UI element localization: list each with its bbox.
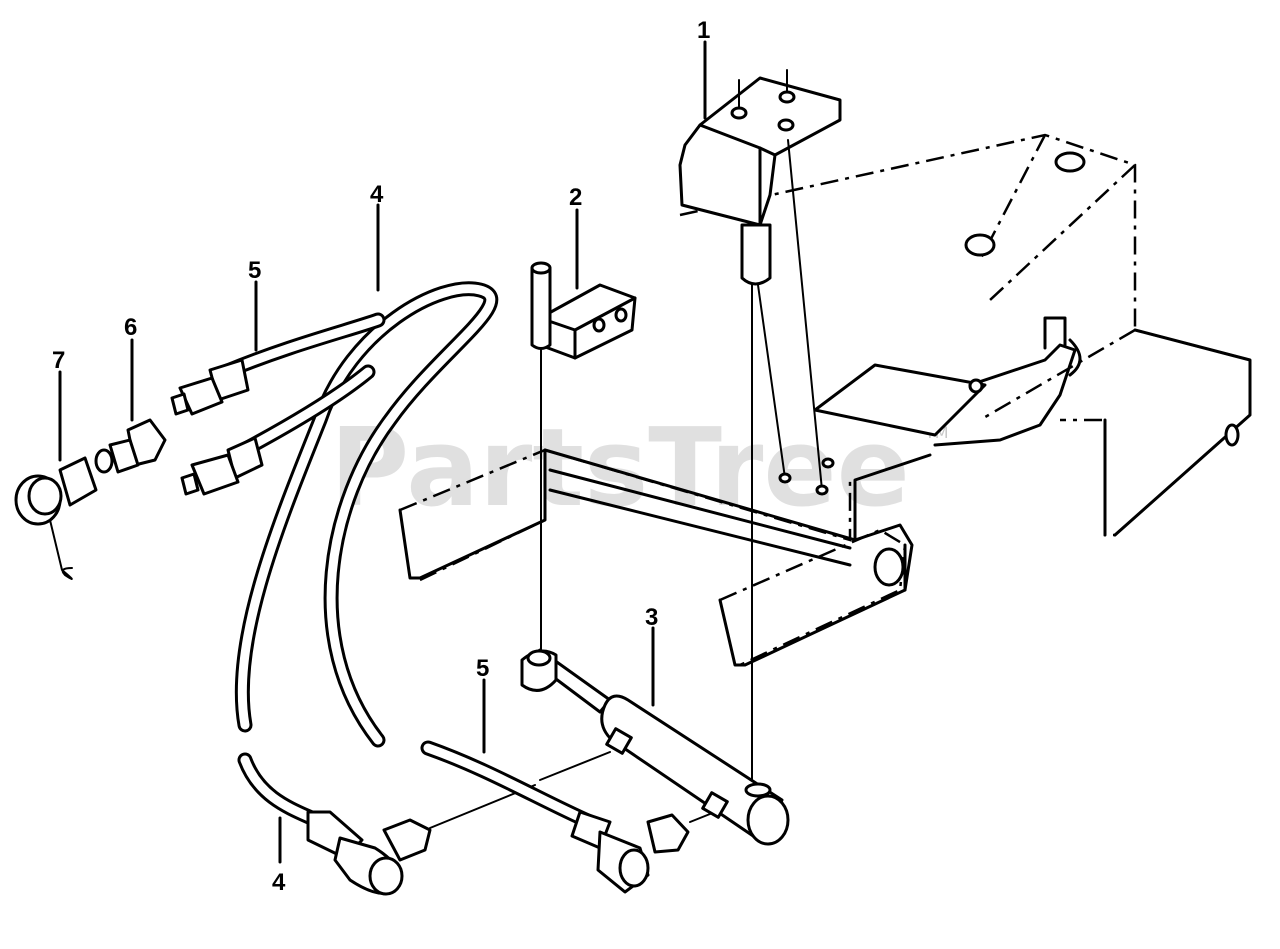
callout-5-upper: 5 <box>248 257 261 284</box>
dust-cap-part-7 <box>14 456 98 580</box>
lift-plate <box>813 316 1082 447</box>
block-part-2 <box>530 261 637 360</box>
callout-5-lower: 5 <box>476 655 489 682</box>
callout-1: 1 <box>697 17 710 44</box>
callout-leaders <box>58 40 707 864</box>
callout-6: 6 <box>124 314 137 341</box>
callout-3: 3 <box>645 604 658 631</box>
callout-4-upper: 4 <box>370 181 384 208</box>
hose-part-5 <box>170 312 690 894</box>
callout-7: 7 <box>52 347 65 374</box>
callout-2: 2 <box>569 184 582 211</box>
hose-part-4 <box>234 281 499 896</box>
callout-4-lower: 4 <box>272 869 286 896</box>
cylinder-part-3 <box>520 648 790 846</box>
frame-channel <box>398 151 1252 667</box>
callout-numbers: 1 2 3 4 4 5 5 6 7 <box>52 17 710 896</box>
bracket-part-1 <box>678 69 842 286</box>
fitting-part-6 <box>94 418 167 474</box>
watermark-text: PartsTree <box>330 406 910 531</box>
tractor-frame <box>399 133 1252 667</box>
